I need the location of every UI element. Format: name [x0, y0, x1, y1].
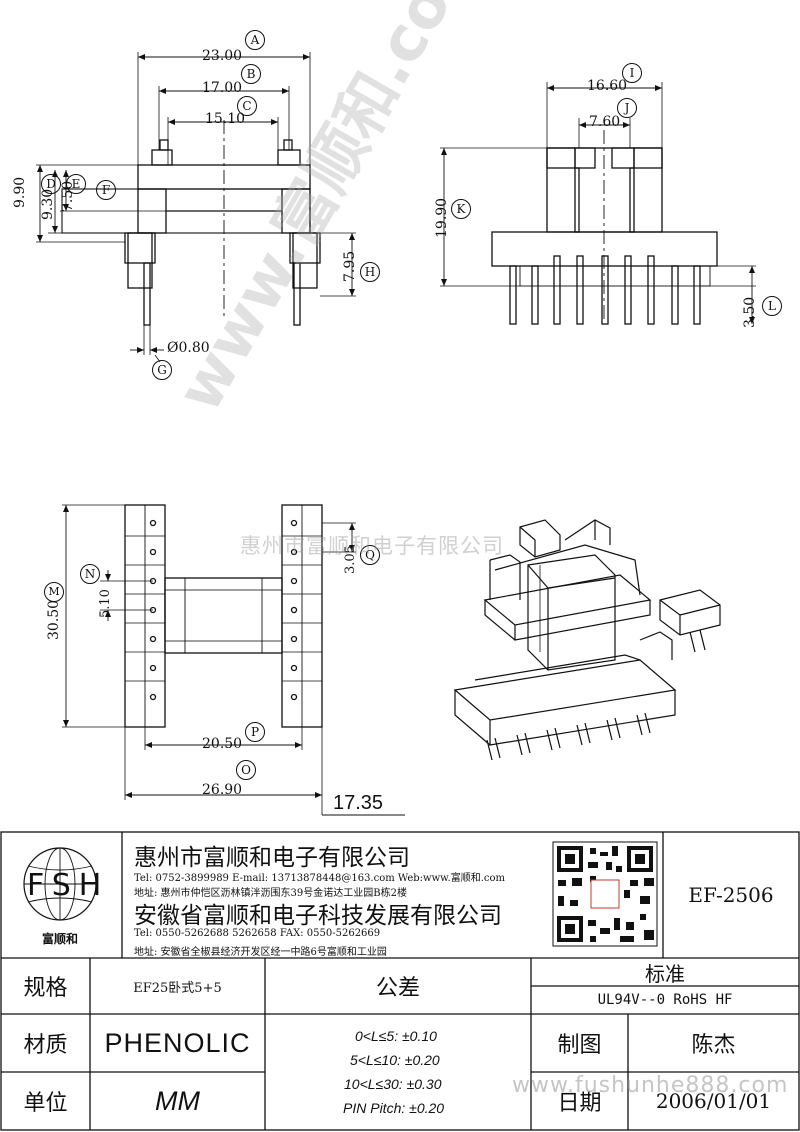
dim-letter-e: E — [66, 174, 86, 194]
dim-letter-a: A — [245, 30, 265, 50]
drawer-value: 陈杰 — [691, 1033, 736, 1058]
side-view-pins — [509, 255, 701, 325]
dim-value-o: 26.90 — [202, 782, 243, 798]
dim-value-b: 17.00 — [202, 80, 243, 96]
tolerance-3: 10<L≤30: ±0.30 — [344, 1076, 442, 1092]
dim-value-extra: 17.35 — [333, 792, 384, 814]
dim-letter-l: L — [762, 296, 782, 316]
tolerance-4: PIN Pitch: ±0.20 — [343, 1100, 445, 1116]
dim-value-p: 20.50 — [202, 736, 243, 752]
spec-label: 规格 — [23, 976, 68, 1001]
dim-value-i: 16.60 — [587, 78, 628, 94]
dim-letter-p: P — [245, 722, 265, 742]
dim-letter-j: J — [617, 98, 637, 118]
qr-code — [552, 841, 658, 947]
material-label: 材质 — [23, 1033, 68, 1058]
dim-letter-i: I — [622, 63, 642, 83]
dim-letter-m: M — [44, 582, 64, 602]
watermark-url: www.fushunhe888.com — [512, 1073, 789, 1098]
drawer-label: 制图 — [557, 1033, 602, 1058]
company2-address: 地址: 安徽省全椒县经济开发区经一中路6号富顺和工业园 — [134, 947, 387, 958]
dim-letter-c: C — [237, 96, 257, 116]
dim-value-c: 15.10 — [205, 111, 246, 127]
logo-text: FSH — [27, 868, 110, 903]
title-block-grid — [0, 831, 800, 1131]
dim-value-j: 7.60 — [589, 114, 621, 130]
front-view — [36, 52, 356, 363]
dim-letter-f: F — [96, 180, 116, 200]
fsh-logo-graphic — [23, 847, 97, 921]
dim-value-g: Ø0.80 — [167, 340, 210, 356]
model-number: EF-2506 — [688, 883, 774, 907]
dim-letter-n: N — [80, 564, 100, 584]
logo-caption: 富顺和 — [42, 932, 79, 946]
dim-value-e: 9.30 — [40, 188, 56, 220]
tolerance-label: 公差 — [375, 976, 420, 1001]
dim-value-a: 23.00 — [202, 48, 243, 64]
tolerance-2: 5<L≤10: ±0.20 — [350, 1052, 440, 1068]
company2-name: 安徽省富顺和电子科技发展有限公司 — [134, 903, 502, 929]
bottom-view — [62, 504, 405, 816]
dim-letter-q: Q — [360, 545, 380, 565]
date-value: 2006/01/01 — [655, 1089, 772, 1113]
dim-letter-d: D — [41, 174, 61, 194]
material-value: PHENOLIC — [104, 1027, 251, 1058]
dim-value-l: 3.50 — [742, 296, 758, 328]
unit-label: 单位 — [23, 1091, 68, 1116]
standard-label: 标准 — [645, 961, 685, 986]
dim-letter-k: K — [451, 199, 471, 219]
date-label: 日期 — [557, 1091, 602, 1116]
dim-letter-h: H — [360, 262, 380, 282]
watermark-company: 惠州市富顺和电子有限公司 — [240, 534, 504, 558]
standard-value: UL94V--0 RoHS HF — [597, 992, 733, 1008]
unit-value: MM — [155, 1085, 200, 1116]
dim-letter-g: G — [152, 360, 172, 380]
dim-value-h: 7.95 — [342, 250, 358, 282]
dim-letter-o: O — [236, 760, 256, 780]
side-view — [440, 82, 756, 325]
dim-value-n: 5.10 — [98, 589, 113, 618]
dim-value-k: 19.90 — [434, 197, 450, 238]
company1-name: 惠州市富顺和电子有限公司 — [134, 845, 410, 871]
company1-contact: Tel: 0752-3899989 E-mail: 13713878448@16… — [134, 873, 505, 884]
isometric-view — [453, 519, 721, 761]
dim-letter-b: B — [241, 64, 261, 84]
company1-address: 地址: 惠州市仲恺区沥林镇泮沥围东39号金诺达工业园B栋2楼 — [134, 888, 407, 899]
dim-value-f: 7.50 — [60, 180, 76, 212]
company2-contact: Tel: 0550-5262688 5262658 FAX: 0550-5262… — [134, 928, 381, 939]
tolerance-1: 0<L≤5: ±0.10 — [355, 1028, 437, 1044]
spec-value: EF25卧式5+5 — [133, 980, 222, 996]
dim-value-m: 30.50 — [46, 599, 62, 640]
dim-value-d: 9.90 — [12, 176, 28, 208]
